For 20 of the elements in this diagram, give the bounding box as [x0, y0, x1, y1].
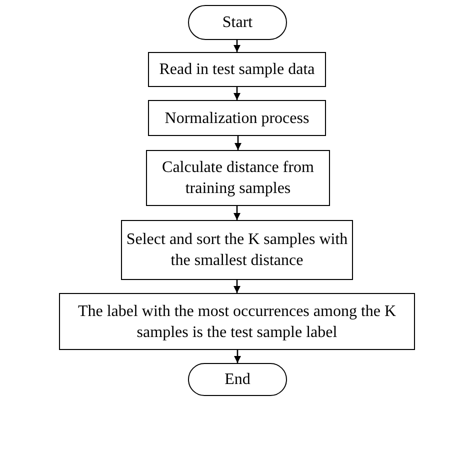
- arrow: [234, 280, 240, 293]
- terminal-box: [188, 5, 287, 40]
- node-text: Read in test sample data: [159, 60, 315, 80]
- node-text: Start: [222, 13, 253, 33]
- node-text: End: [224, 370, 250, 390]
- process-box: [146, 150, 330, 206]
- arrow: [234, 40, 240, 52]
- arrow: [234, 350, 241, 363]
- terminal-box: [188, 363, 287, 396]
- arrow: [234, 87, 240, 100]
- arrow: [234, 136, 242, 150]
- process-box: [148, 100, 326, 136]
- process-box: [59, 293, 415, 350]
- process-box: [148, 52, 326, 87]
- node-text: Calculate distance from training samples: [161, 158, 315, 199]
- node-text: The label with the most occurrences among the K samples is the test sample label: [76, 302, 398, 342]
- arrow: [234, 206, 240, 220]
- node-text: Select and sort the K samples with the smallest distance: [126, 230, 348, 271]
- node-text: Normalization process: [164, 108, 310, 128]
- process-box: [121, 220, 353, 280]
